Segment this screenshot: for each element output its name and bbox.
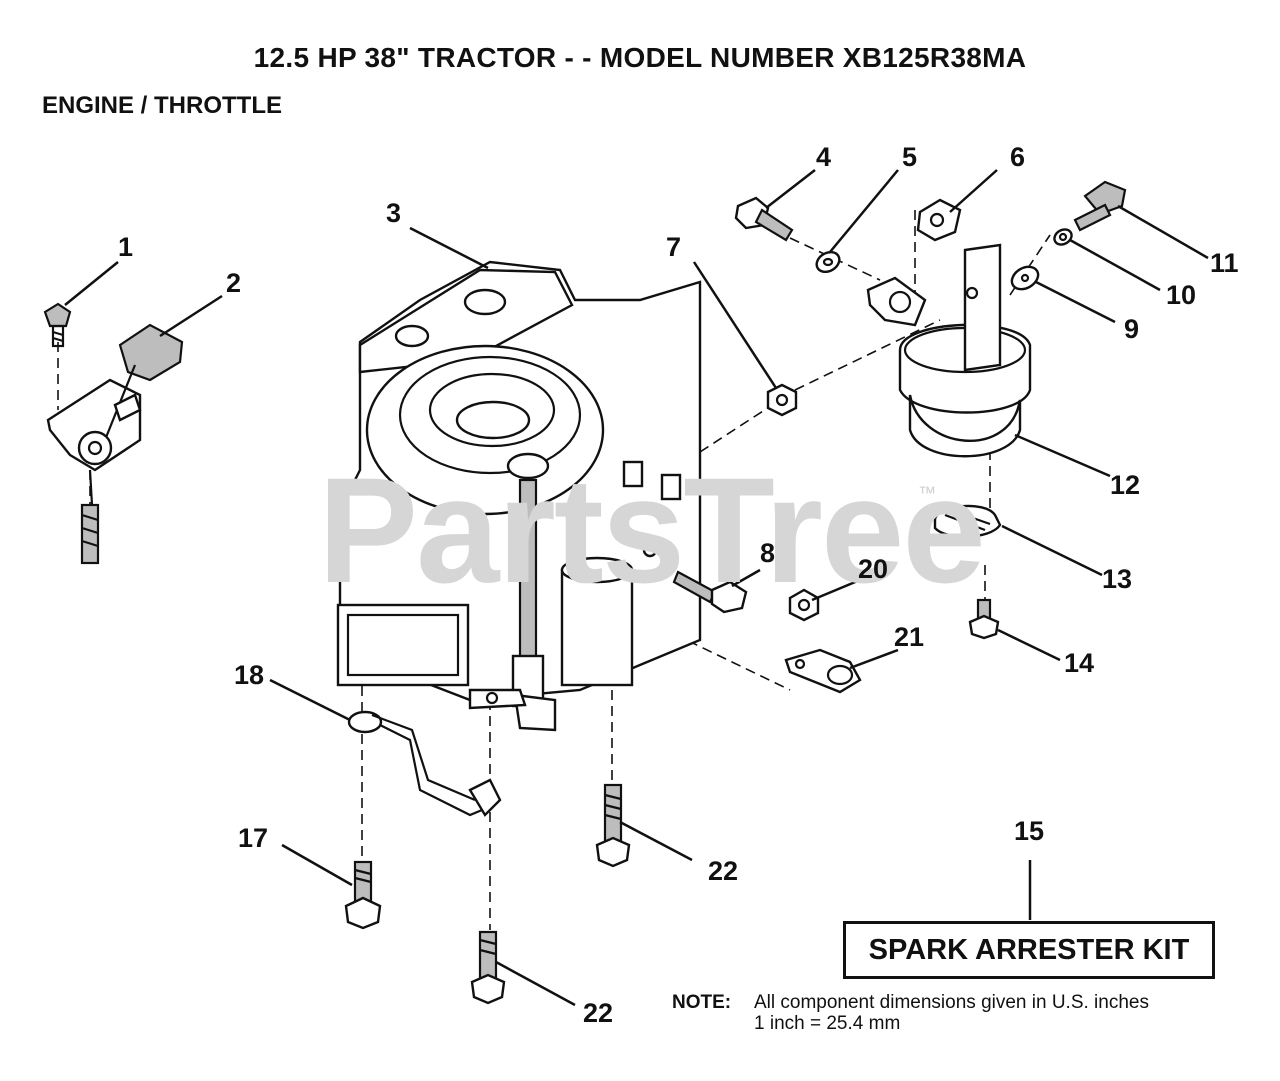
callout-4: 4 xyxy=(816,142,832,172)
engine-icon xyxy=(336,260,702,732)
note-line-1: All component dimensions given in U.S. i… xyxy=(754,992,1149,1013)
spark-arrester-kit-label: SPARK ARRESTER KIT xyxy=(843,921,1215,979)
callout-5: 5 xyxy=(902,142,918,172)
note-line-2: 1 inch = 25.4 mm xyxy=(754,1012,901,1034)
washer-9-icon xyxy=(1010,265,1040,291)
callout-20: 20 xyxy=(858,554,889,584)
callout-18: 18 xyxy=(234,660,265,690)
watermark-trademark: ™ xyxy=(918,483,936,503)
callout-17: 17 xyxy=(238,823,269,853)
callout-13: 13 xyxy=(1102,564,1133,594)
bracket-18-icon xyxy=(347,710,502,817)
callout-11: 11 xyxy=(1210,248,1239,278)
throttle-control-icon xyxy=(46,323,184,565)
muffler-icon xyxy=(898,243,1032,458)
callout-22-upper: 22 xyxy=(708,856,739,886)
nut-20-icon xyxy=(788,588,820,622)
bolt-1-icon xyxy=(43,302,72,348)
callout-2: 2 xyxy=(226,268,242,298)
section-heading: ENGINE / THROTTLE xyxy=(42,92,282,119)
leader-lines xyxy=(64,169,1209,1007)
nut-7-icon xyxy=(766,383,798,417)
bolt-17-icon xyxy=(344,860,382,930)
bolt-8-icon xyxy=(672,570,748,614)
diagram-title: 12.5 HP 38" TRACTOR - - MODEL NUMBER XB1… xyxy=(253,42,1027,73)
callout-9: 9 xyxy=(1124,314,1140,344)
dimension-note: NOTE: All component dimensions given in U… xyxy=(672,992,1149,1035)
callout-15: 15 xyxy=(1014,816,1045,846)
assembly-lines xyxy=(57,210,1051,930)
spark-screen-icon xyxy=(933,504,1002,538)
callout-22-lower: 22 xyxy=(583,998,614,1028)
callout-14: 14 xyxy=(1064,648,1095,678)
washer-5-icon xyxy=(815,250,841,274)
callout-12: 12 xyxy=(1110,470,1141,500)
clamp-21-icon xyxy=(784,648,862,694)
callout-7: 7 xyxy=(666,232,682,262)
note-label: NOTE: xyxy=(672,992,732,1013)
watermark: PartsTree xyxy=(318,446,986,614)
callout-21: 21 xyxy=(894,622,925,652)
bolt-22-upper-icon xyxy=(595,783,631,868)
washer-10-icon xyxy=(1053,228,1073,246)
callout-10: 10 xyxy=(1166,280,1197,310)
bolt-11-icon xyxy=(1073,180,1127,232)
callout-1: 1 xyxy=(118,232,134,262)
callout-6: 6 xyxy=(1010,142,1026,172)
callout-3: 3 xyxy=(386,198,402,228)
exhaust-elbow-icon xyxy=(866,276,927,327)
gasket-6-icon xyxy=(916,198,962,242)
bolt-22-lower-icon xyxy=(470,930,506,1005)
callout-8: 8 xyxy=(760,538,776,568)
screw-14-icon xyxy=(968,598,1000,640)
bolt-4-icon xyxy=(734,196,794,242)
